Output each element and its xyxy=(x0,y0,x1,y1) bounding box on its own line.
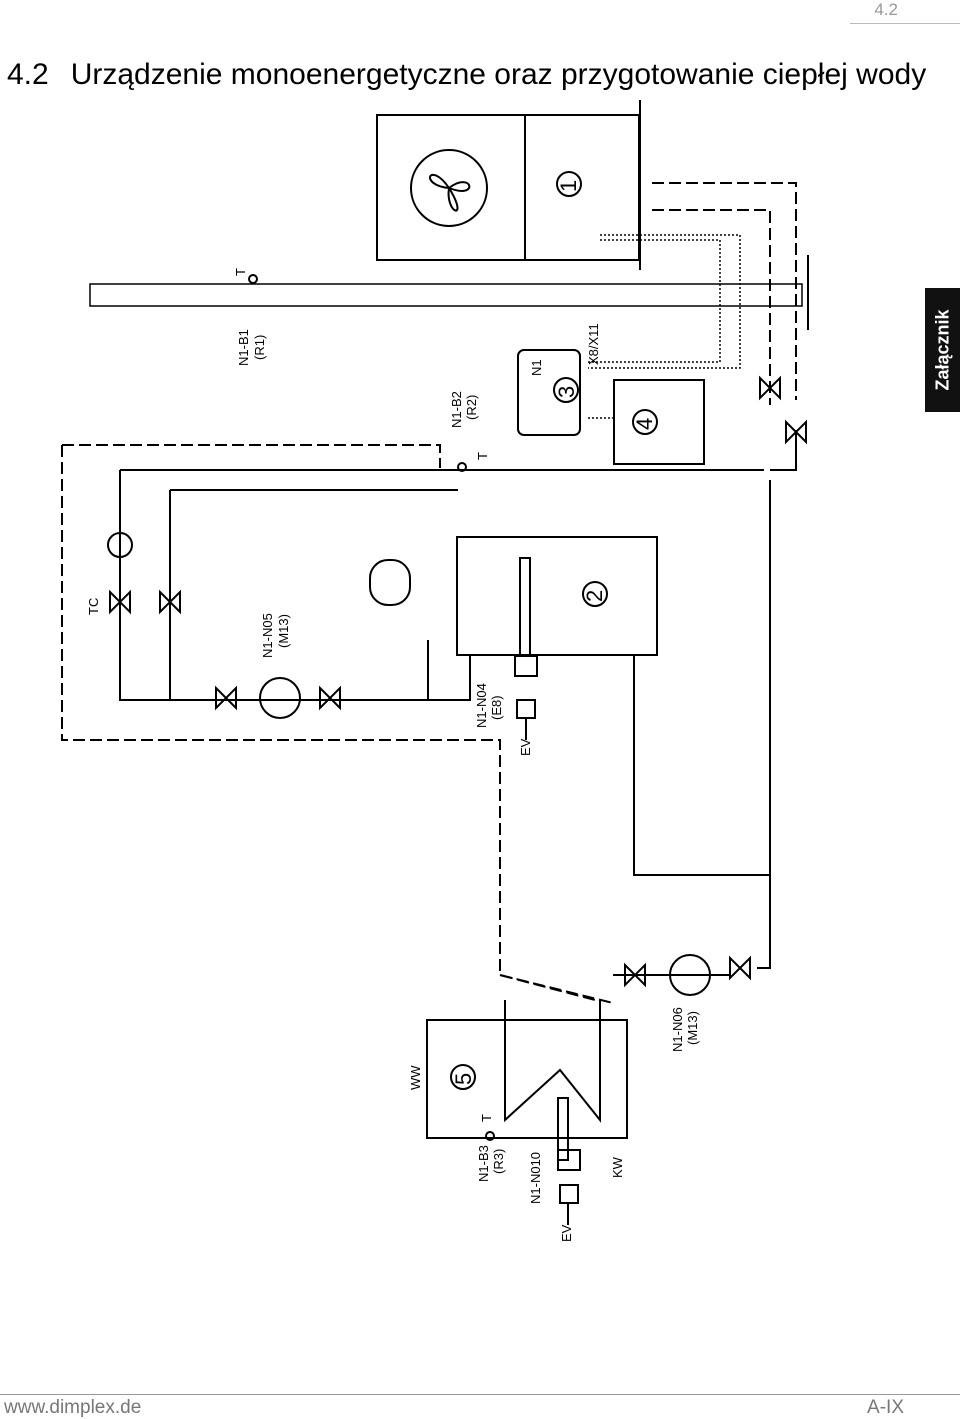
control-valve-icon xyxy=(109,589,131,615)
title-number: 4.2 xyxy=(7,58,49,91)
label-r2: (R2) xyxy=(464,395,479,420)
label-kw: KW xyxy=(610,1156,625,1178)
component-circle-4 xyxy=(632,409,658,435)
controller-unit xyxy=(517,349,581,436)
label-n04: N1-N04 xyxy=(474,683,489,728)
expansion-vessel-icon xyxy=(369,559,411,606)
title-text: Urządzenie monoenergetyczne oraz przygot… xyxy=(70,58,927,91)
label-r3: (R3) xyxy=(491,1149,506,1174)
label-t-b1: T xyxy=(233,268,248,276)
label-b2: N1-B2 xyxy=(449,391,464,428)
page-title: 4.2 Urządzenie monoenergetyczne oraz przy… xyxy=(7,58,926,92)
shutoff-valve-icon xyxy=(624,962,646,988)
label-4: 4 xyxy=(632,418,657,430)
fan-icon xyxy=(429,174,471,212)
sensor-b1-icon xyxy=(248,274,258,284)
page-number: 4.2 xyxy=(850,0,960,24)
circulation-pump-n05 xyxy=(259,677,301,719)
label-n05: N1-N05 xyxy=(260,613,275,658)
heat-pump-outdoor-unit xyxy=(376,114,640,261)
component-circle-5 xyxy=(450,1064,476,1090)
component-circle-2 xyxy=(582,581,608,607)
label-n1-tag: N1 xyxy=(529,359,544,376)
check-valve-icon xyxy=(159,589,181,615)
shutoff-valve-icon xyxy=(729,955,751,981)
label-ev-b: EV xyxy=(559,1224,574,1242)
tank-coil xyxy=(504,1000,601,1123)
thermostat-valve-icon xyxy=(107,532,133,558)
buffer-tank xyxy=(456,536,658,656)
footer-website[interactable]: www.dimplex.de xyxy=(4,1397,142,1418)
label-r1: (R1) xyxy=(252,335,267,360)
label-b1: N1-B1 xyxy=(236,329,251,366)
label-n010: N1-N010 xyxy=(528,1152,543,1204)
label-ww: WW xyxy=(408,1065,423,1090)
component-circle-1 xyxy=(556,171,582,197)
label-1: 1 xyxy=(556,180,581,192)
label-3: 3 xyxy=(554,386,579,398)
shutoff-valve-icon xyxy=(759,375,781,401)
distribution-box xyxy=(613,379,705,465)
hot-water-tank xyxy=(426,1019,628,1139)
shutoff-valve-icon xyxy=(319,685,341,711)
shutoff-valve-icon xyxy=(215,685,237,711)
sensor-b2-icon xyxy=(457,462,467,472)
shutoff-valve-icon xyxy=(785,419,807,445)
sensor-b3-icon xyxy=(485,1131,495,1141)
footer-divider xyxy=(0,1394,960,1395)
label-t-b3: T xyxy=(479,1114,494,1122)
label-tc: TC xyxy=(86,598,101,615)
circulation-pump-n06 xyxy=(669,954,711,996)
label-m13-a: (M13) xyxy=(276,614,291,648)
label-ev-a: EV xyxy=(518,738,533,756)
label-n06: N1-N06 xyxy=(670,1007,685,1052)
component-circle-3 xyxy=(553,377,579,403)
label-t-b2: T xyxy=(475,452,490,460)
footer-page-code: A-IX xyxy=(867,1397,904,1418)
label-x8x11: X8/X11 xyxy=(586,323,601,365)
label-e8: (E8) xyxy=(489,695,504,720)
label-m13-b: (M13) xyxy=(685,1011,700,1045)
label-2: 2 xyxy=(582,590,607,602)
label-5: 5 xyxy=(451,1073,476,1085)
label-b3: N1-B3 xyxy=(476,1145,491,1182)
side-tab[interactable]: Załącznik xyxy=(925,288,960,412)
